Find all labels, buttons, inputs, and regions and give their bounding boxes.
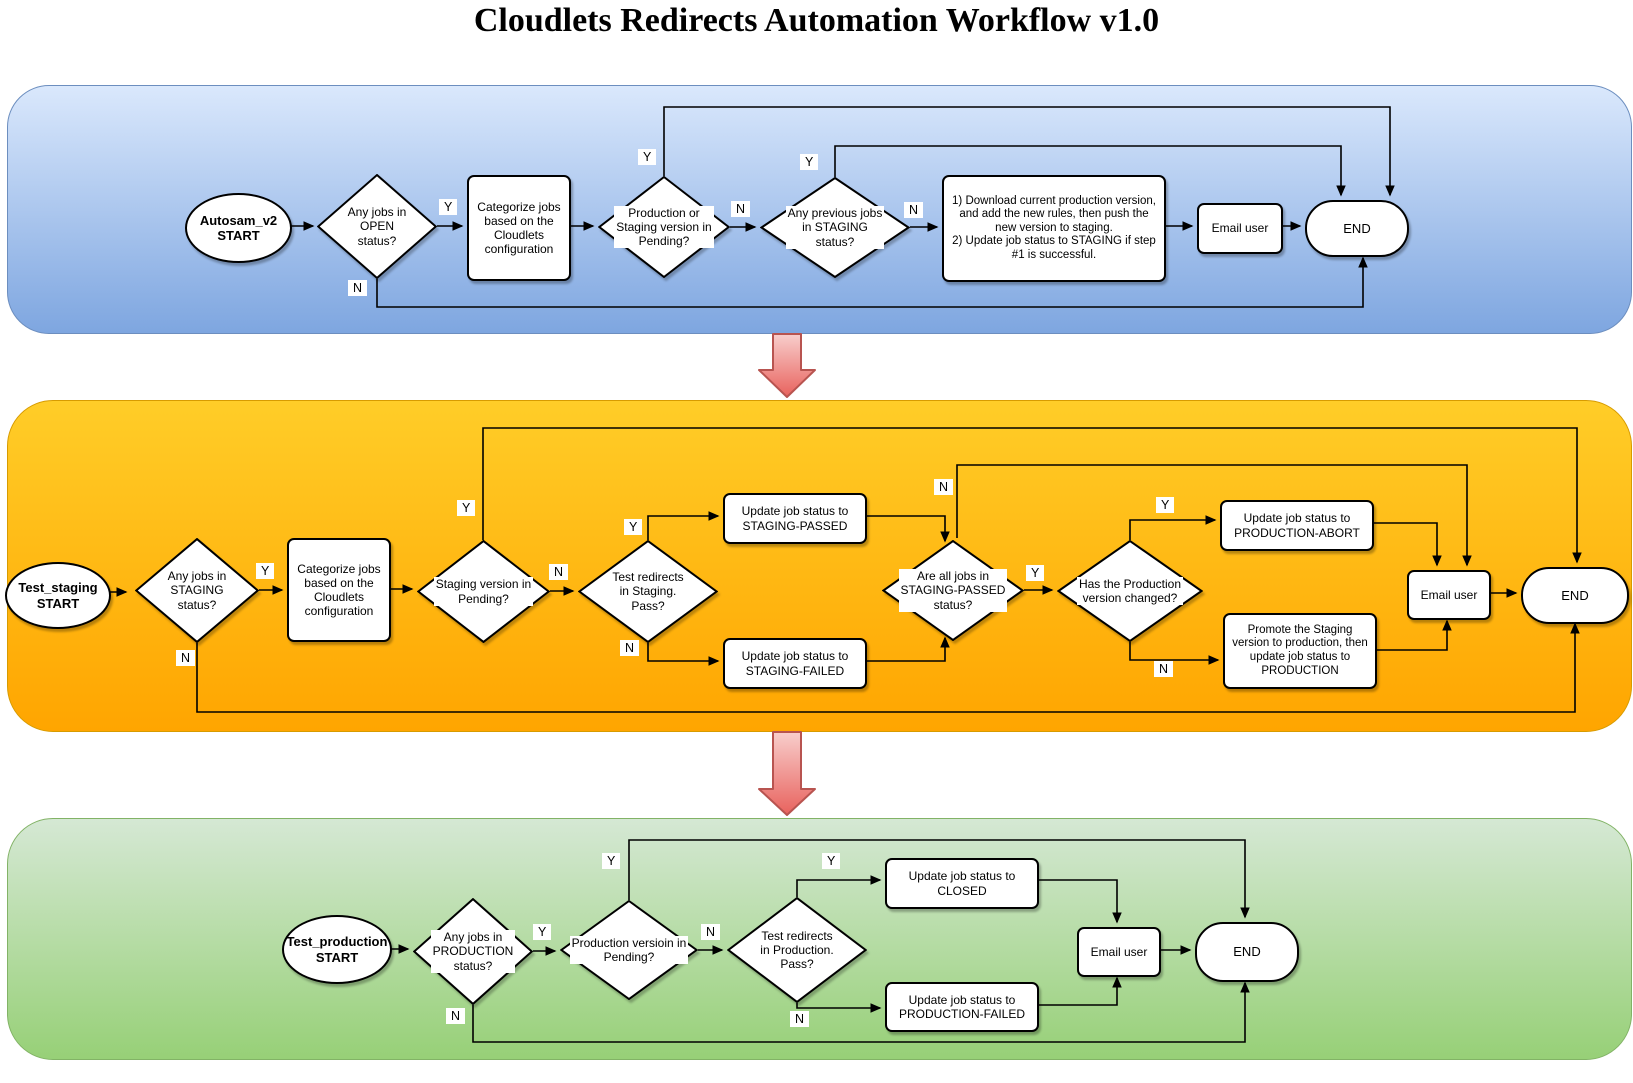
edge-label-no-allpassed: N: [934, 479, 954, 495]
process-email-user-3: Email user: [1077, 927, 1161, 977]
decision-any-jobs-open: Any jobs in OPEN status?: [317, 174, 437, 279]
process-status-staging-failed: Update job status to STAGING-FAILED: [723, 638, 867, 689]
decision-any-previous-staging: Any previous jobs in STAGING status?: [760, 177, 910, 278]
decision-production-version-changed: Has the Production version changed?: [1057, 540, 1203, 642]
start-autosam-v2: Autosam_v2 START: [185, 193, 292, 263]
start-test-production: Test_production START: [282, 915, 392, 984]
edge-test-yes-passed: [647, 511, 720, 540]
edge-label-no-production: N: [446, 1008, 466, 1024]
edge-label-no-prodchanged: N: [1154, 661, 1174, 677]
end-test-staging: END: [1521, 567, 1629, 624]
decision-any-jobs-production: Any jobs in PRODUCTION status?: [413, 898, 533, 1005]
edge-failed-to-allpassed: [863, 636, 950, 662]
decision-test-redirects-staging: Test redirects in Staging. Pass?: [578, 540, 718, 643]
decision-all-jobs-staging-passed: Are all jobs in STAGING-PASSED status?: [882, 540, 1024, 641]
edge-test-no-failed: [647, 643, 720, 666]
process-email-user-2: Email user: [1407, 570, 1491, 620]
edge-label-yes-ptest: Y: [822, 853, 841, 869]
lane-connector-arrow-2: [758, 731, 816, 816]
edge-label-yes-prevstaging: Y: [800, 154, 819, 170]
edge-ptest-no-pfailed: [796, 1003, 882, 1013]
edge-label-yes-production: Y: [533, 924, 552, 940]
edge-label-yes-open: Y: [439, 199, 458, 215]
edge-label-no-ptest: N: [790, 1011, 810, 1027]
decision-test-redirects-production: Test redirects in Production. Pass?: [727, 897, 867, 1003]
process-categorize-jobs-staging: Categorize jobs based on the Cloudlets c…: [287, 538, 391, 642]
end-test-production: END: [1195, 922, 1299, 982]
edge-staging-no-end: [196, 622, 1580, 713]
edge-label-no-spending: N: [549, 564, 569, 580]
process-status-staging-passed: Update job status to STAGING-PASSED: [723, 493, 867, 544]
decision-staging-version-pending: Staging version in Pending?: [417, 540, 550, 643]
edge-label-no-prevstaging: N: [904, 202, 924, 218]
edge-label-yes-allpassed: Y: [1026, 565, 1045, 581]
edge-production-no-end: [472, 981, 1250, 1043]
start-test-staging: Test_staging START: [5, 562, 111, 629]
edge-label-yes-prodchanged: Y: [1156, 497, 1175, 513]
edge-label-no-ppending: N: [701, 924, 721, 940]
edge-prevstaging-yes-end: [834, 145, 1346, 197]
edge-ppending-yes-end: [628, 839, 1250, 919]
decision-production-version-pending: Production versioin in Pending?: [560, 900, 698, 1000]
edge-label-yes-staging: Y: [256, 563, 275, 579]
edge-open-no-end: [376, 256, 1368, 308]
process-promote-staging-to-production: Promote the Staging version to productio…: [1223, 613, 1377, 689]
edge-prodchanged-yes-abort: [1129, 515, 1217, 540]
edge-label-yes-pending1: Y: [638, 149, 657, 165]
decision-any-jobs-staging: Any jobs in STAGING status?: [135, 538, 259, 643]
edge-label-no-staging: N: [176, 650, 196, 666]
process-status-production-abort: Update job status to PRODUCTION-ABORT: [1220, 500, 1374, 551]
lane-connector-arrow-1: [758, 333, 816, 398]
edge-label-yes-ppending: Y: [602, 853, 621, 869]
process-status-closed: Update job status to CLOSED: [885, 858, 1039, 909]
edge-promote-to-email: [1373, 619, 1452, 651]
process-download-push-staging: 1) Download current production version, …: [942, 175, 1166, 282]
edge-spending-yes-end: [482, 427, 1582, 564]
edge-pending-yes-end: [663, 106, 1395, 197]
edge-ptest-yes-closed: [796, 875, 882, 897]
edge-label-yes-spending: Y: [457, 500, 476, 516]
edge-abort-to-email: [1370, 522, 1442, 567]
process-status-production-failed: Update job status to PRODUCTION-FAILED: [885, 982, 1039, 1032]
end-autosam: END: [1305, 200, 1409, 257]
edge-pfailed-to-email: [1035, 976, 1122, 1006]
edge-label-yes-stagingtest: Y: [624, 519, 643, 535]
process-email-user-1: Email user: [1197, 203, 1283, 254]
decision-prod-or-staging-pending: Production or Staging version in Pending…: [598, 176, 730, 278]
edge-allpassed-no-email: [956, 464, 1472, 567]
edge-closed-to-email: [1035, 879, 1122, 924]
edge-label-no-stagingtest: N: [620, 640, 640, 656]
page-title: Cloudlets Redirects Automation Workflow …: [473, 2, 1160, 39]
edge-prodchanged-no-promote: [1129, 642, 1220, 665]
edge-label-no-pending1: N: [731, 201, 751, 217]
process-categorize-jobs-open: Categorize jobs based on the Cloudlets c…: [467, 175, 571, 281]
edge-label-no-open: N: [348, 280, 368, 296]
edge-passed-to-allpassed: [863, 515, 950, 543]
